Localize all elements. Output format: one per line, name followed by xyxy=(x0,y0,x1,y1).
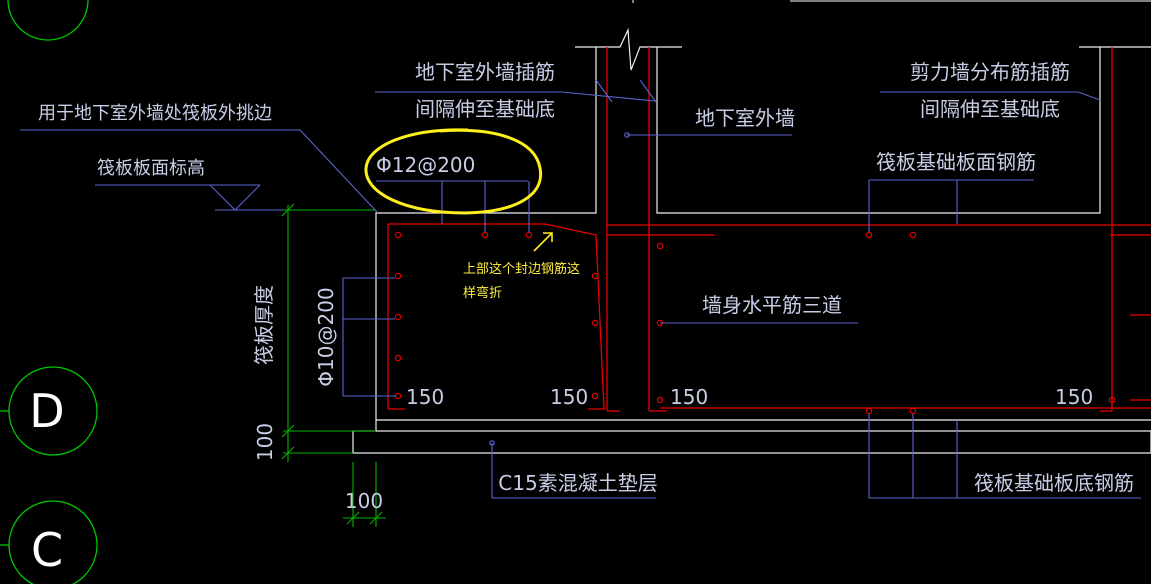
label-interval-to-base-right: 间隔伸至基础底 xyxy=(920,97,1060,121)
label-dim-100-vertical: 100 xyxy=(253,423,277,461)
label-side-bar-spec: Φ10@200 xyxy=(314,287,338,386)
blinding-layer-outline xyxy=(352,430,1151,454)
label-dim-100-horizontal: 100 xyxy=(345,489,383,513)
label-raft-top-rebar: 筏板基础板面钢筋 xyxy=(876,150,1036,174)
label-cover-3: 150 xyxy=(670,385,708,409)
axis-label-d: D xyxy=(29,384,64,438)
label-raft-bottom-rebar: 筏板基础板底钢筋 xyxy=(974,471,1134,495)
rebar-dots xyxy=(394,231,1116,415)
wall-right-face xyxy=(656,47,1101,214)
axis-bubbles xyxy=(0,0,98,584)
label-interval-to-base-left: 间隔伸至基础底 xyxy=(415,97,555,121)
label-basement-wall-dowel: 地下室外墙插筋 xyxy=(415,60,555,84)
concrete-outline xyxy=(352,27,1151,454)
label-blinding-layer: C15素混凝土垫层 xyxy=(498,471,657,495)
dimension-lines xyxy=(281,203,386,527)
label-cover-1: 150 xyxy=(406,385,444,409)
label-shear-wall-dowel: 剪力墙分布筋插筋 xyxy=(910,60,1070,84)
label-raft-edge-note: 用于地下室外墙处筏板外挑边 xyxy=(38,103,272,124)
top-edge-lines xyxy=(632,0,1151,3)
label-cover-4: 150 xyxy=(1055,385,1093,409)
label-basement-exterior-wall: 地下室外墙 xyxy=(695,106,795,130)
edge-closing-bar xyxy=(387,223,605,410)
label-raft-top-elevation: 筏板板面标高 xyxy=(97,158,205,179)
note-line-2: 样弯折 xyxy=(463,285,502,301)
label-wall-horizontal-bars: 墙身水平筋三道 xyxy=(702,293,842,317)
label-cover-2: 150 xyxy=(550,385,588,409)
rebar-lines xyxy=(387,47,1151,412)
note-line-1: 上部这个封边钢筋这 xyxy=(463,261,580,277)
drawing-labels: 地下室外墙插筋 间隔伸至基础底 用于地下室外墙处筏板外挑边 筏板板面标高 Φ12… xyxy=(38,60,1134,513)
axis-label-c: C xyxy=(31,523,63,577)
label-edge-bar-spec: Φ12@200 xyxy=(376,153,475,177)
highlight-ellipse xyxy=(364,128,543,215)
wall-top-break-line xyxy=(575,27,682,71)
leader-dots xyxy=(489,132,630,446)
annotation-arrow xyxy=(533,232,553,252)
partial-axis-circle-top xyxy=(7,0,89,41)
label-raft-thickness: 筏板厚度 xyxy=(252,285,276,365)
